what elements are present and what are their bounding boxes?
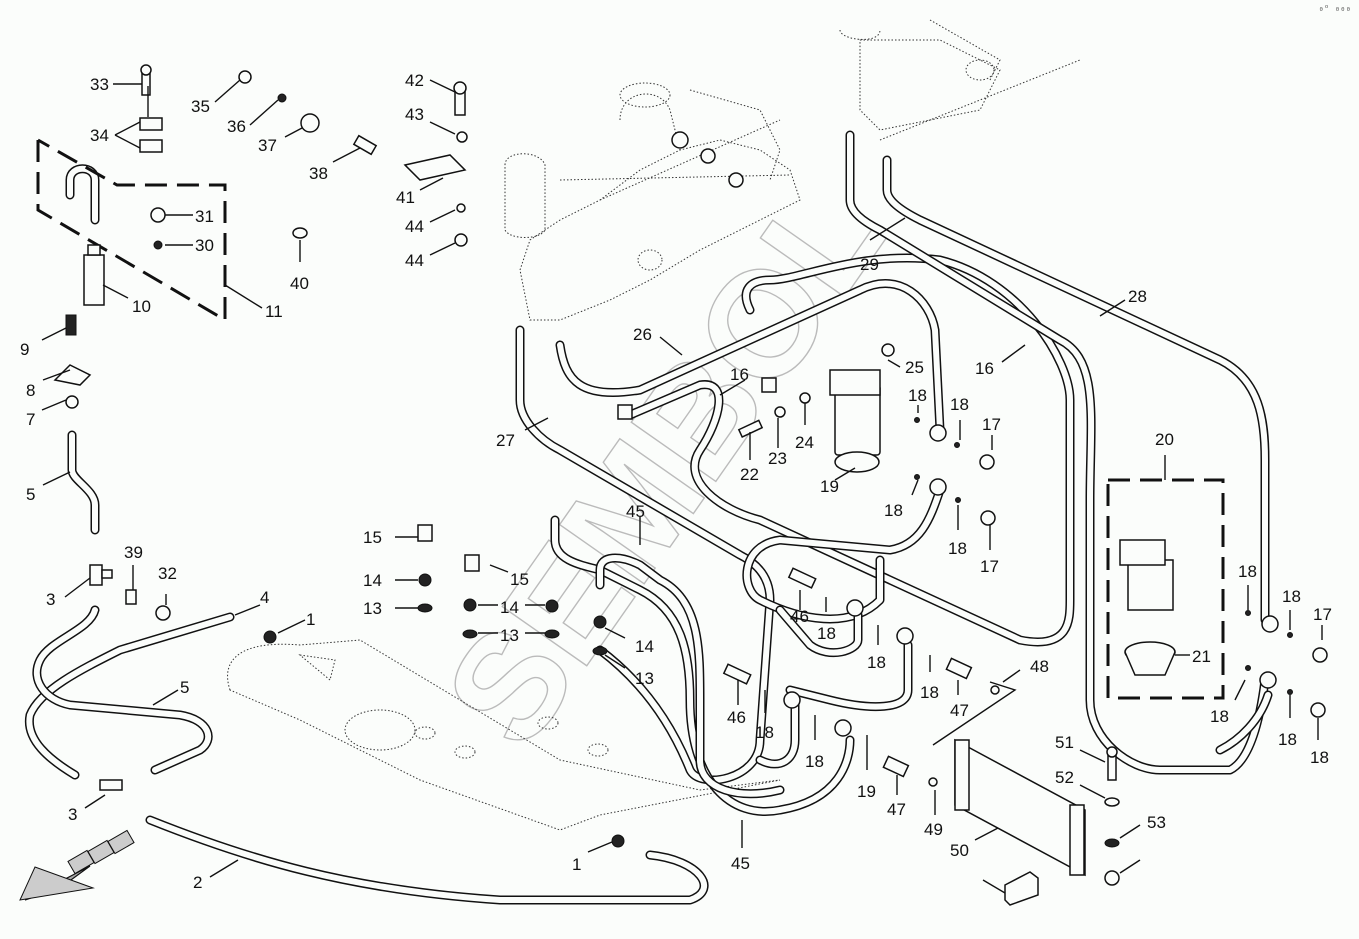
callout-7[interactable]: 5	[26, 485, 35, 504]
callout-29[interactable]: 30	[195, 236, 214, 255]
parts	[53, 64, 1328, 906]
fuel-tank-outline	[227, 639, 781, 831]
callout-labels: 33 34 35 36 37 38 31 30 40 10 11 9 8 7 5…	[20, 71, 1332, 892]
callout-30b[interactable]: 32	[158, 564, 177, 583]
callout-19b[interactable]: 20	[1155, 430, 1174, 449]
callout-14b[interactable]: 14	[500, 598, 519, 617]
callout-9[interactable]: 8	[26, 381, 35, 400]
callout-2[interactable]: 2	[193, 873, 202, 892]
callout-42[interactable]: 44	[405, 217, 424, 236]
callout-28[interactable]: 29	[860, 255, 879, 274]
callout-14c[interactable]: 14	[635, 637, 654, 656]
callout-38[interactable]: 40	[290, 274, 309, 293]
callout-18k[interactable]: 18	[920, 683, 939, 702]
callout-46b[interactable]: 47	[887, 800, 906, 819]
callout-49[interactable]: 51	[1055, 733, 1074, 752]
callout-27[interactable]: 28	[1128, 287, 1147, 306]
callout-18e[interactable]: 18	[1238, 562, 1257, 581]
callout-34[interactable]: 36	[227, 117, 246, 136]
callout-20[interactable]: 21	[1192, 647, 1211, 666]
callout-11[interactable]: 10	[132, 297, 151, 316]
callout-21[interactable]: 22	[740, 465, 759, 484]
callout-51[interactable]: 53	[1147, 813, 1166, 832]
corner-mark: ₀ᵒ ₀₀₀	[1318, 4, 1351, 14]
callout-17c[interactable]: 17	[1313, 605, 1332, 624]
callout-32[interactable]: 34	[90, 126, 109, 145]
leader-lines	[41, 79, 1323, 894]
callout-18f[interactable]: 18	[1282, 587, 1301, 606]
callout-46a[interactable]: 47	[950, 701, 969, 720]
callout-3a[interactable]: 3	[46, 590, 55, 609]
group-box-12	[36, 138, 227, 323]
callout-5[interactable]: 5	[180, 678, 189, 697]
callout-44a[interactable]: 45	[626, 502, 645, 521]
callout-14a[interactable]: 14	[363, 571, 382, 590]
callout-18d[interactable]: 18	[948, 539, 967, 558]
callout-18i[interactable]: 18	[817, 624, 836, 643]
callout-15a[interactable]: 15	[363, 528, 382, 547]
callout-18l[interactable]: 18	[755, 723, 774, 742]
callout-1a[interactable]: 1	[306, 610, 315, 629]
callout-43[interactable]: 44	[405, 251, 424, 270]
callout-31[interactable]: 33	[90, 75, 109, 94]
callout-15b[interactable]: 15	[510, 570, 529, 589]
callout-18g[interactable]: 18	[1210, 707, 1229, 726]
callout-17a[interactable]: 17	[982, 415, 1001, 434]
callout-30a[interactable]: 31	[195, 207, 214, 226]
engine-block	[504, 19, 1081, 321]
callout-13a[interactable]: 13	[363, 599, 382, 618]
callout-50[interactable]: 52	[1055, 768, 1074, 787]
callout-19a[interactable]: 19	[820, 477, 839, 496]
callout-12[interactable]: 11	[265, 302, 283, 321]
callout-18a[interactable]: 18	[908, 386, 927, 405]
callout-41[interactable]: 43	[405, 105, 424, 124]
callout-44b[interactable]: 45	[731, 854, 750, 873]
callout-47a[interactable]: 48	[1030, 657, 1049, 676]
group-box-19	[1106, 478, 1225, 700]
callout-18n[interactable]: 19	[857, 782, 876, 801]
callout-37[interactable]: 39	[124, 543, 143, 562]
callout-23[interactable]: 24	[795, 433, 814, 452]
callout-18b[interactable]: 18	[950, 395, 969, 414]
callout-16b[interactable]: 16	[975, 359, 994, 378]
callout-39[interactable]: 41	[396, 188, 415, 207]
callout-40[interactable]: 42	[405, 71, 424, 90]
callout-47b[interactable]: 49	[924, 820, 943, 839]
callout-4[interactable]: 4	[260, 588, 269, 607]
callout-18h[interactable]: 18	[1278, 730, 1297, 749]
callout-33[interactable]: 35	[191, 97, 210, 116]
callout-13b[interactable]: 13	[500, 626, 519, 645]
callout-22[interactable]: 23	[768, 449, 787, 468]
callout-45b[interactable]: 46	[727, 708, 746, 727]
pipes	[24, 130, 1273, 905]
callout-10[interactable]: 9	[20, 340, 29, 359]
callout-36[interactable]: 38	[309, 164, 328, 183]
front-direction-arrow	[19, 829, 135, 901]
callout-24[interactable]: 25	[905, 358, 924, 377]
callout-18m[interactable]: 18	[805, 752, 824, 771]
callout-18j[interactable]: 18	[867, 653, 886, 672]
callout-18c[interactable]: 18	[884, 501, 903, 520]
callout-8[interactable]: 7	[26, 410, 35, 429]
callout-17b[interactable]: 17	[980, 557, 999, 576]
callout-25[interactable]: 26	[633, 325, 652, 344]
callout-48[interactable]: 50	[950, 841, 969, 860]
callout-17d[interactable]: 18	[1310, 748, 1329, 767]
callout-45a[interactable]: 46	[790, 607, 809, 626]
callout-13c[interactable]: 13	[635, 669, 654, 688]
callout-35[interactable]: 37	[258, 136, 277, 155]
callout-3b[interactable]: 3	[68, 805, 77, 824]
callout-26[interactable]: 27	[496, 431, 515, 450]
callout-16a[interactable]: 16	[730, 365, 749, 384]
callout-1b[interactable]: 1	[572, 855, 581, 874]
